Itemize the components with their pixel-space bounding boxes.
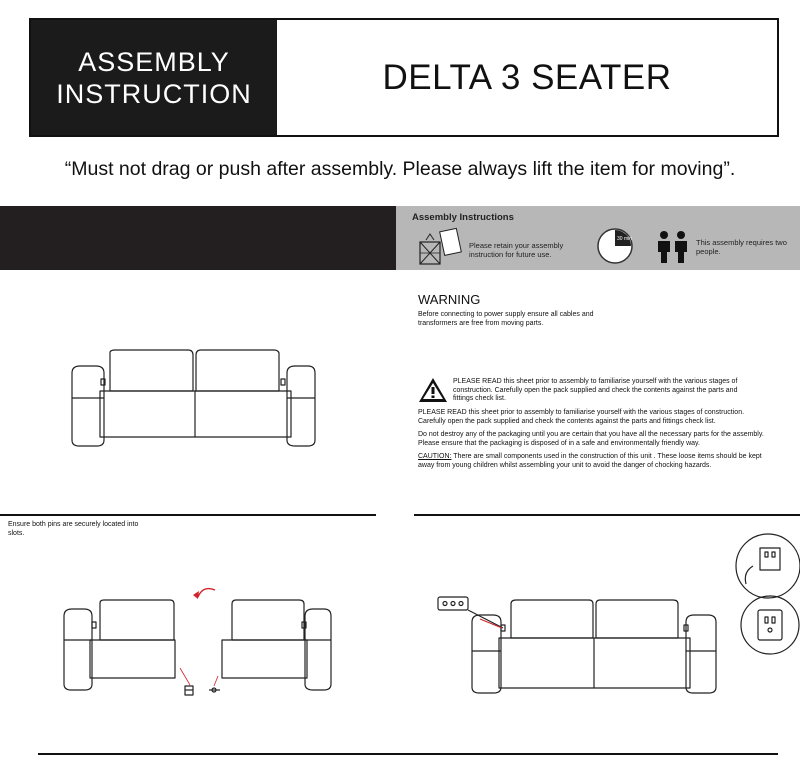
dispose-line: Please ensure that the packaging is disp… bbox=[418, 439, 700, 447]
caution-label: CAUTION: bbox=[418, 453, 452, 460]
lift-notice: “Must not drag or push after assembly. P… bbox=[64, 158, 736, 180]
caution-text: CAUTION: There are small components used… bbox=[418, 453, 768, 470]
product-title: DELTA 3 SEATER bbox=[382, 57, 672, 97]
wall-outlet-icon bbox=[740, 595, 800, 655]
read-sheet-intro: PLEASE READ this sheet prior to assembly… bbox=[453, 378, 738, 402]
right-divider bbox=[414, 514, 800, 516]
time-label: 30 min bbox=[617, 236, 632, 242]
rotate-arrow-icon bbox=[193, 587, 216, 599]
band-black bbox=[0, 206, 396, 270]
pins-note: Ensure both pins are securely located in… bbox=[8, 521, 139, 537]
header-box: ASSEMBLY INSTRUCTION DELTA 3 SEATER bbox=[29, 18, 779, 137]
packaging-text: Do not destroy any of the packaging unti… bbox=[418, 431, 768, 448]
warning-body: PLEASE READ this sheet prior to assembly… bbox=[418, 409, 768, 475]
warning-text: Before connecting to power supply ensure… bbox=[418, 311, 594, 327]
connection-line bbox=[479, 618, 503, 629]
sofa-left-section bbox=[63, 599, 194, 696]
packaging-line: Do not destroy any of the packaging unti… bbox=[418, 431, 764, 438]
caution-body: There are small components used in the c… bbox=[418, 453, 762, 469]
warning-triangle-icon bbox=[419, 378, 447, 402]
people-text: This assembly requires two people. bbox=[696, 238, 787, 256]
warning-title: WARNING bbox=[418, 292, 481, 307]
bottom-divider bbox=[38, 753, 778, 755]
assembly-instruction-label: ASSEMBLY INSTRUCTION bbox=[31, 20, 277, 135]
assembly-instructions-band: Assembly Instructions Please retain your… bbox=[396, 206, 800, 270]
two-people-icon bbox=[658, 231, 687, 263]
read-sheet-text: PLEASE READ this sheet prior to assembly… bbox=[418, 409, 745, 425]
retain-instructions-icon bbox=[419, 227, 462, 265]
assembly-label-line2: INSTRUCTION bbox=[56, 78, 252, 109]
left-divider bbox=[0, 514, 376, 516]
sofa-assembled-view bbox=[471, 599, 717, 694]
sofa-front-view bbox=[71, 349, 316, 447]
band-title: Assembly Instructions bbox=[412, 212, 514, 223]
pin-indicator-right bbox=[213, 675, 219, 687]
pin-indicator-left bbox=[179, 667, 191, 686]
retain-text: Please retain your assembly instruction … bbox=[469, 241, 564, 259]
clock-icon: 30 min bbox=[597, 228, 633, 264]
power-adapter-icon bbox=[735, 533, 800, 599]
assembly-label-line1: ASSEMBLY bbox=[78, 46, 230, 77]
switch-icon bbox=[437, 596, 504, 629]
sofa-right-section bbox=[209, 599, 332, 693]
